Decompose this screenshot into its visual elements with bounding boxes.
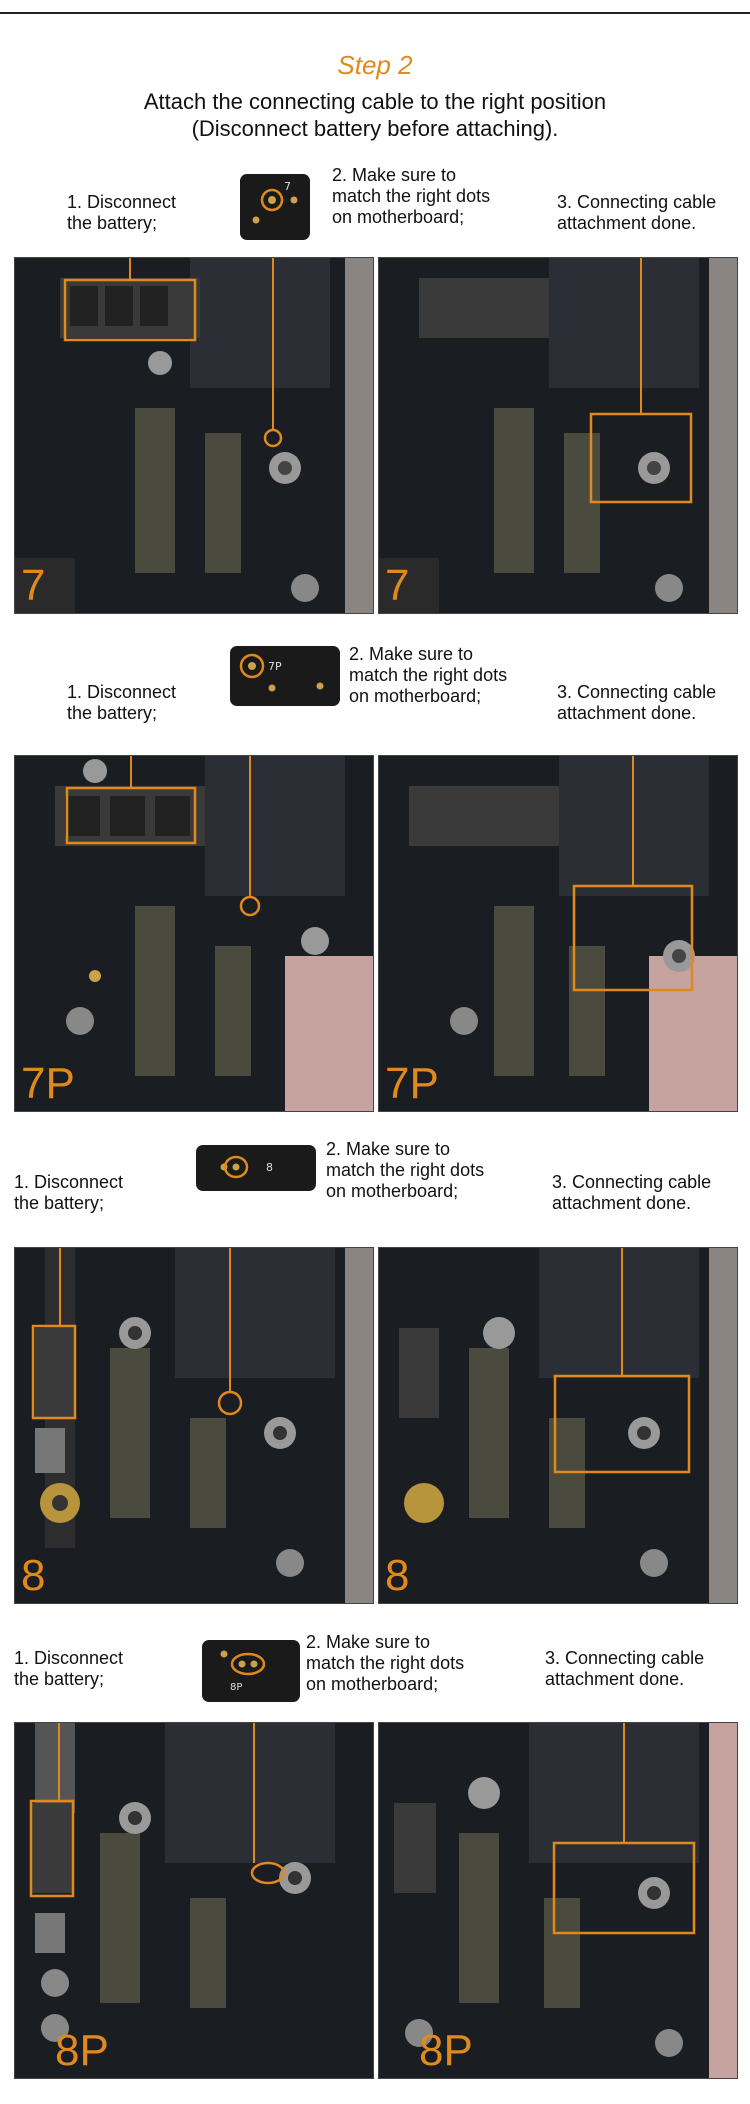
match-dots-label: 2. Make sure to match the right dots on …	[326, 1139, 485, 1201]
connector-tag: 8	[196, 1145, 316, 1191]
model-label: 8P	[55, 2026, 109, 2075]
photo-before: 8	[14, 1247, 374, 1604]
step-instruction: Attach the connecting cable to the right…	[0, 88, 750, 142]
photo-after: 7P	[378, 755, 738, 1112]
done-label: 3. Connecting cable attachment done.	[557, 192, 717, 233]
model-label: 7P	[385, 1059, 439, 1108]
model-label: 7	[21, 561, 46, 610]
photo-before: 7P	[14, 755, 374, 1112]
model-label: 8P	[419, 2026, 473, 2075]
instruction-note: (Disconnect battery before attaching).	[191, 116, 559, 141]
disconnect-label: 1. Disconnect the battery;	[14, 1648, 124, 1689]
model-label: 8	[21, 1551, 46, 1600]
photo-before: 8P	[14, 1722, 374, 2079]
model-label: 7P	[21, 1059, 75, 1108]
disconnect-label: 1. Disconnect the battery;	[67, 682, 177, 723]
photo-after: 8P	[378, 1722, 738, 2079]
connector-tag: 7	[240, 174, 310, 240]
svg-text:7P: 7P	[268, 660, 282, 673]
done-label: 3. Connecting cable attachment done.	[545, 1648, 705, 1689]
disconnect-label: 1. Disconnect the battery;	[14, 1172, 124, 1213]
done-label: 3. Connecting cable attachment done.	[552, 1172, 712, 1213]
photo-after: 8	[378, 1247, 738, 1604]
step-title: Step 2	[337, 50, 413, 80]
match-dots-label: 2. Make sure to match the right dots on …	[306, 1632, 465, 1694]
photo-before: 7	[14, 257, 374, 614]
top-rule	[0, 12, 750, 14]
instruction-line: Attach the connecting cable to the right…	[143, 89, 607, 114]
svg-text:8: 8	[266, 1161, 273, 1174]
disconnect-label: 1. Disconnect the battery;	[67, 192, 177, 233]
connector-tag: 8P	[202, 1640, 300, 1702]
done-label: 3. Connecting cable attachment done.	[557, 682, 717, 723]
match-dots-label: 2. Make sure to match the right dots on …	[349, 644, 508, 706]
model-label: 7	[385, 561, 410, 610]
svg-text:8P: 8P	[230, 1682, 242, 1693]
photo-after: 7	[378, 257, 738, 614]
connector-tag: 7P	[230, 646, 340, 706]
match-dots-label: 2. Make sure to match the right dots on …	[332, 165, 491, 227]
tag-text: 7	[284, 180, 291, 193]
model-label: 8	[385, 1551, 410, 1600]
